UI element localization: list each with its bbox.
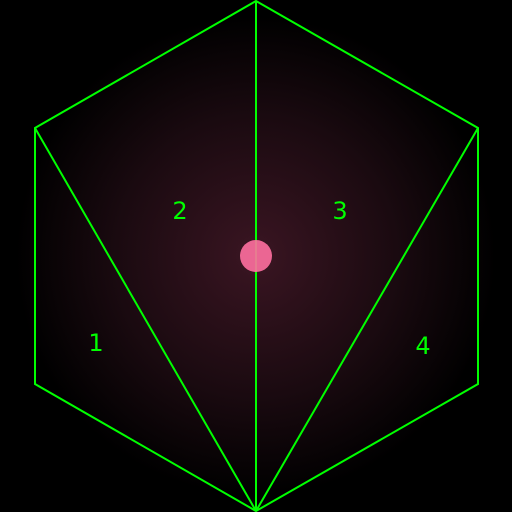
region-label-1: 1 xyxy=(88,329,103,357)
diagonal-right xyxy=(255,127,479,512)
region-label-3: 3 xyxy=(332,197,347,225)
center-dot xyxy=(240,240,272,272)
region-label-4: 4 xyxy=(415,332,430,360)
region-label-2: 2 xyxy=(172,197,187,225)
diagonal-left xyxy=(34,127,257,512)
